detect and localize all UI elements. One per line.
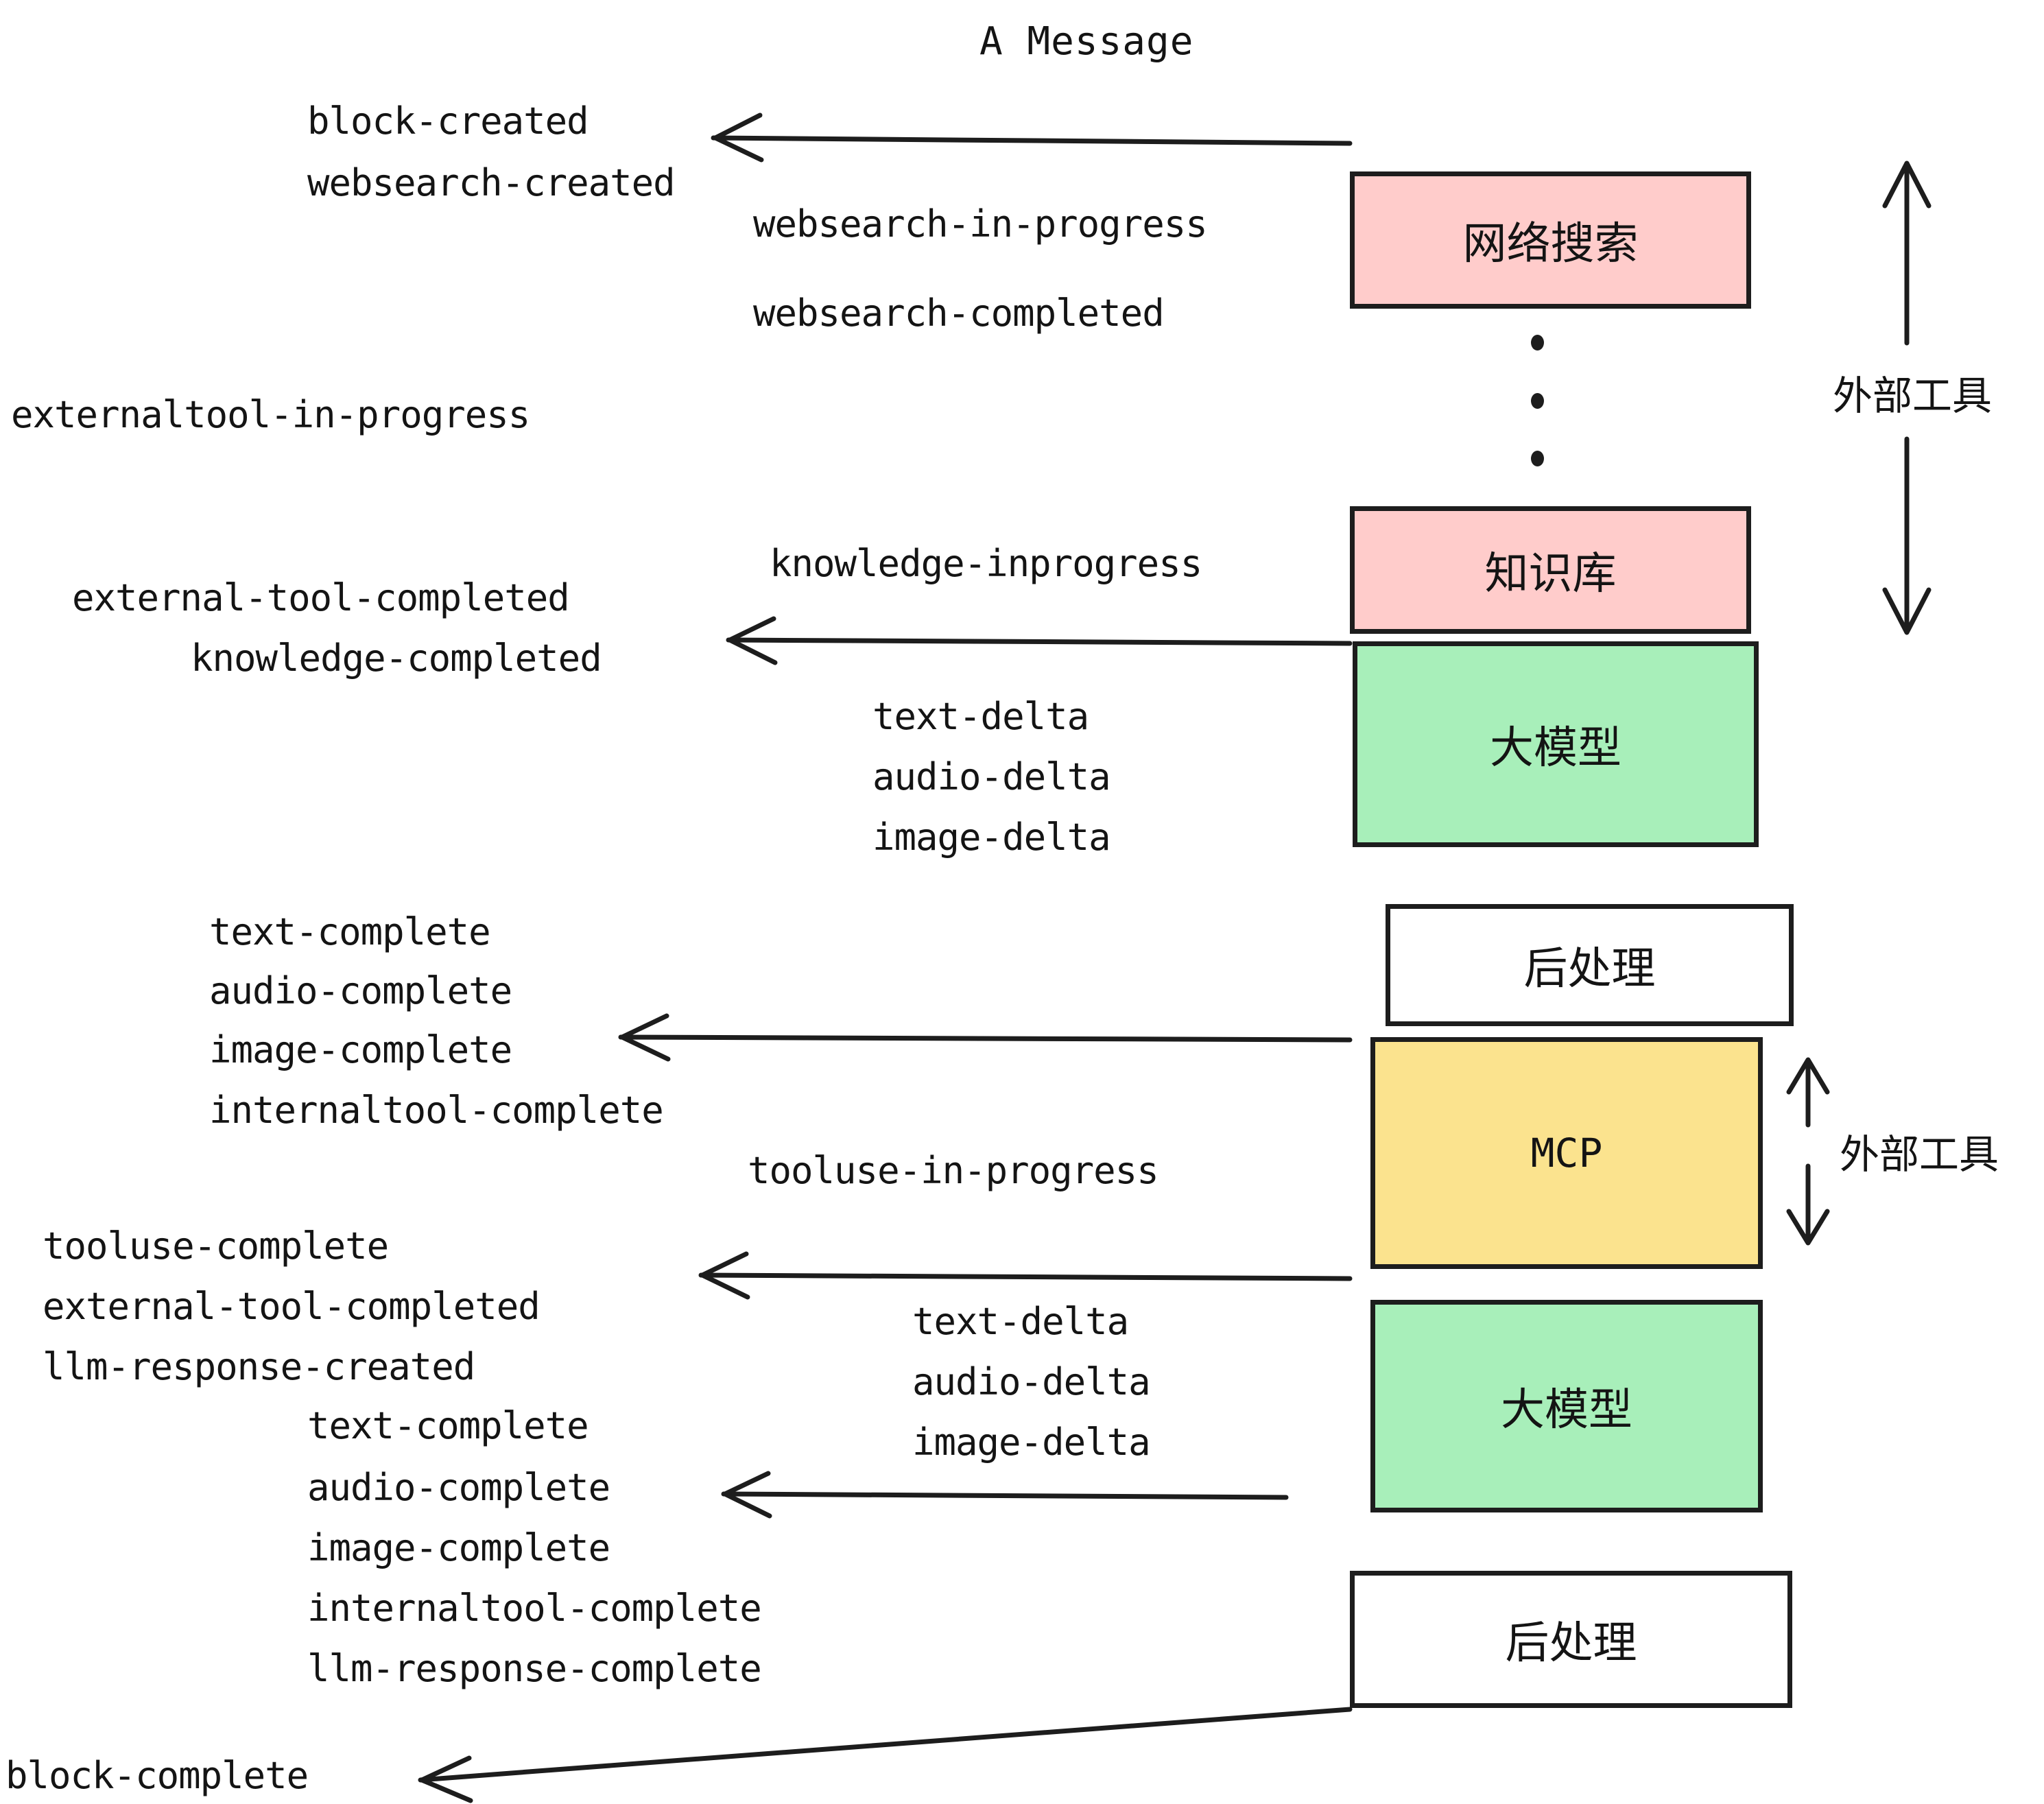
event-audio-delta-2: audio-delta (912, 1360, 1151, 1403)
event-external-tool-completed-2: external-tool-completed (43, 1285, 540, 1328)
node-postprocess-2-label: 后处理 (1505, 1618, 1637, 1669)
event-block-created: block-created (307, 99, 589, 143)
dot-1 (1530, 335, 1544, 351)
arrow-audio-complete (721, 1471, 1289, 1519)
node-llm-1-label: 大模型 (1490, 723, 1621, 774)
event-websearch-completed: websearch-completed (753, 292, 1165, 335)
dot-3 (1530, 451, 1544, 466)
event-llm-response-created: llm-response-created (43, 1345, 475, 1388)
page-title: A Message (979, 19, 1194, 64)
event-image-delta-2: image-delta (912, 1421, 1151, 1464)
event-websearch-created: websearch-created (307, 161, 676, 204)
event-internaltool-complete-1: internaltool-complete (209, 1089, 664, 1132)
node-llm-2-label: 大模型 (1501, 1385, 1632, 1436)
node-postprocess-2[interactable]: 后处理 (1350, 1571, 1792, 1708)
node-knowledge[interactable]: 知识库 (1350, 506, 1751, 634)
event-text-delta-2: text-delta (912, 1300, 1129, 1343)
event-audio-complete-1: audio-complete (209, 969, 512, 1012)
arrow-tooluse-complete (698, 1251, 1353, 1300)
event-text-complete-1: text-complete (209, 910, 491, 953)
node-postprocess-1[interactable]: 后处理 (1386, 904, 1794, 1026)
node-mcp[interactable]: MCP (1370, 1037, 1763, 1269)
event-external-tool-completed-1: external-tool-completed (72, 576, 570, 619)
node-llm-1[interactable]: 大模型 (1353, 641, 1759, 847)
ellipsis-dots (1529, 335, 1545, 466)
event-knowledge-completed: knowledge-completed (191, 637, 602, 680)
event-text-complete-2: text-complete (307, 1404, 589, 1447)
event-knowledge-inprogress: knowledge-inprogress (770, 542, 1202, 585)
arrow-websearch-created (711, 112, 1353, 163)
event-image-complete-1: image-complete (209, 1028, 512, 1071)
event-externaltool-in-progress: externaltool-in-progress (11, 393, 530, 436)
event-tooluse-in-progress: tooluse-in-progress (748, 1149, 1159, 1192)
event-image-delta-1: image-delta (872, 816, 1111, 859)
node-postprocess-1-label: 后处理 (1523, 944, 1656, 995)
event-internaltool-complete-2: internaltool-complete (307, 1587, 762, 1630)
event-tooluse-complete: tooluse-complete (43, 1224, 389, 1268)
arrow-knowledge-completed (726, 616, 1353, 665)
event-image-complete-2: image-complete (307, 1526, 610, 1569)
external-tools-arrow-bottom (1786, 1057, 1830, 1246)
node-websearch-label: 网络搜索 (1462, 219, 1639, 270)
event-block-complete: block-complete (5, 1754, 309, 1797)
event-llm-response-complete: llm-response-complete (307, 1647, 762, 1690)
event-audio-complete-2: audio-complete (307, 1466, 610, 1509)
event-text-delta-1: text-delta (872, 695, 1089, 738)
dot-2 (1530, 392, 1544, 409)
node-llm-2[interactable]: 大模型 (1370, 1300, 1763, 1512)
event-websearch-in-progress: websearch-in-progress (753, 202, 1208, 246)
arrow-block-complete (418, 1707, 1353, 1803)
node-knowledge-label: 知识库 (1484, 549, 1617, 600)
node-mcp-label: MCP (1530, 1130, 1603, 1176)
side-label-external-tools-top: 外部工具 (1833, 372, 1993, 419)
arrow-image-complete (618, 1013, 1353, 1062)
side-label-external-tools-bottom: 外部工具 (1840, 1131, 1999, 1178)
node-websearch[interactable]: 网络搜索 (1350, 171, 1751, 309)
event-audio-delta-1: audio-delta (872, 755, 1111, 798)
